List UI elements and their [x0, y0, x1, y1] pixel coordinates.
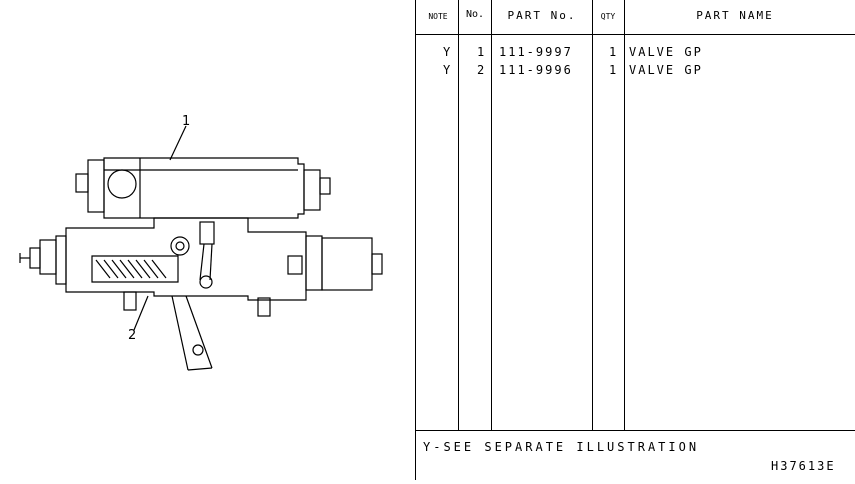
callout-1: 1: [182, 114, 191, 129]
col-sep-no: [491, 0, 492, 430]
lower-fitting-2: [257, 297, 271, 317]
lower-valve-body: [65, 217, 307, 301]
row-2-note: Y: [443, 63, 453, 77]
upper-right-nut: [319, 177, 331, 195]
valve-drawing: [19, 125, 383, 371]
lower-relief-plug: [199, 221, 215, 245]
lower-port-2: [199, 275, 213, 289]
row-1-part-no: 111-9997: [499, 45, 573, 59]
header-qty: QTY: [600, 12, 616, 21]
lower-left-cap: [29, 247, 41, 269]
row-2-part-no: 111-9996: [499, 63, 573, 77]
lower-fitting-1: [123, 291, 137, 311]
parts-table: NOTE No. PART No. QTY PART NAME Y 1 111-…: [415, 0, 855, 480]
mounting-bracket: [171, 295, 213, 371]
col-sep-note: [458, 0, 459, 430]
col-sep-qty: [624, 0, 625, 430]
header-part-no: PART No.: [507, 9, 577, 22]
lower-left-nut: [39, 239, 57, 275]
row-1-qty: 1: [609, 45, 619, 59]
solenoid-body: [321, 237, 373, 291]
header-divider: [415, 34, 855, 35]
footer-divider: [415, 430, 855, 431]
lower-left-flange: [55, 235, 67, 285]
header-part-name: PART NAME: [696, 9, 774, 22]
footer-note: Y-SEE SEPARATE ILLUSTRATION: [423, 440, 700, 454]
row-1-note: Y: [443, 45, 453, 59]
callout-2: 2: [128, 328, 137, 343]
col-sep-partno: [592, 0, 593, 430]
cutaway-section: [91, 255, 179, 283]
row-1-part-name: VALVE GP: [629, 45, 703, 59]
row-2-qty: 1: [609, 63, 619, 77]
drawing-code: H37613E: [771, 459, 836, 473]
lower-port-1: [170, 236, 190, 256]
upper-left-nut: [75, 173, 89, 193]
header-no: No.: [465, 9, 485, 20]
row-2-no: 2: [477, 63, 487, 77]
row-1-no: 1: [477, 45, 487, 59]
callout-2-leader: [133, 295, 149, 331]
upper-valve-body: [103, 157, 305, 219]
header-note: NOTE: [428, 12, 448, 21]
row-2-part-name: VALVE GP: [629, 63, 703, 77]
lower-right-flange: [305, 235, 323, 291]
upper-plug: [107, 169, 137, 199]
valve-illustration: 1 2: [0, 0, 415, 480]
table-border-left: [415, 0, 416, 480]
upper-right-endcap: [303, 169, 321, 211]
solenoid-cap: [371, 253, 383, 275]
upper-left-endcap: [87, 159, 105, 213]
callout-1-leader: [169, 125, 187, 161]
